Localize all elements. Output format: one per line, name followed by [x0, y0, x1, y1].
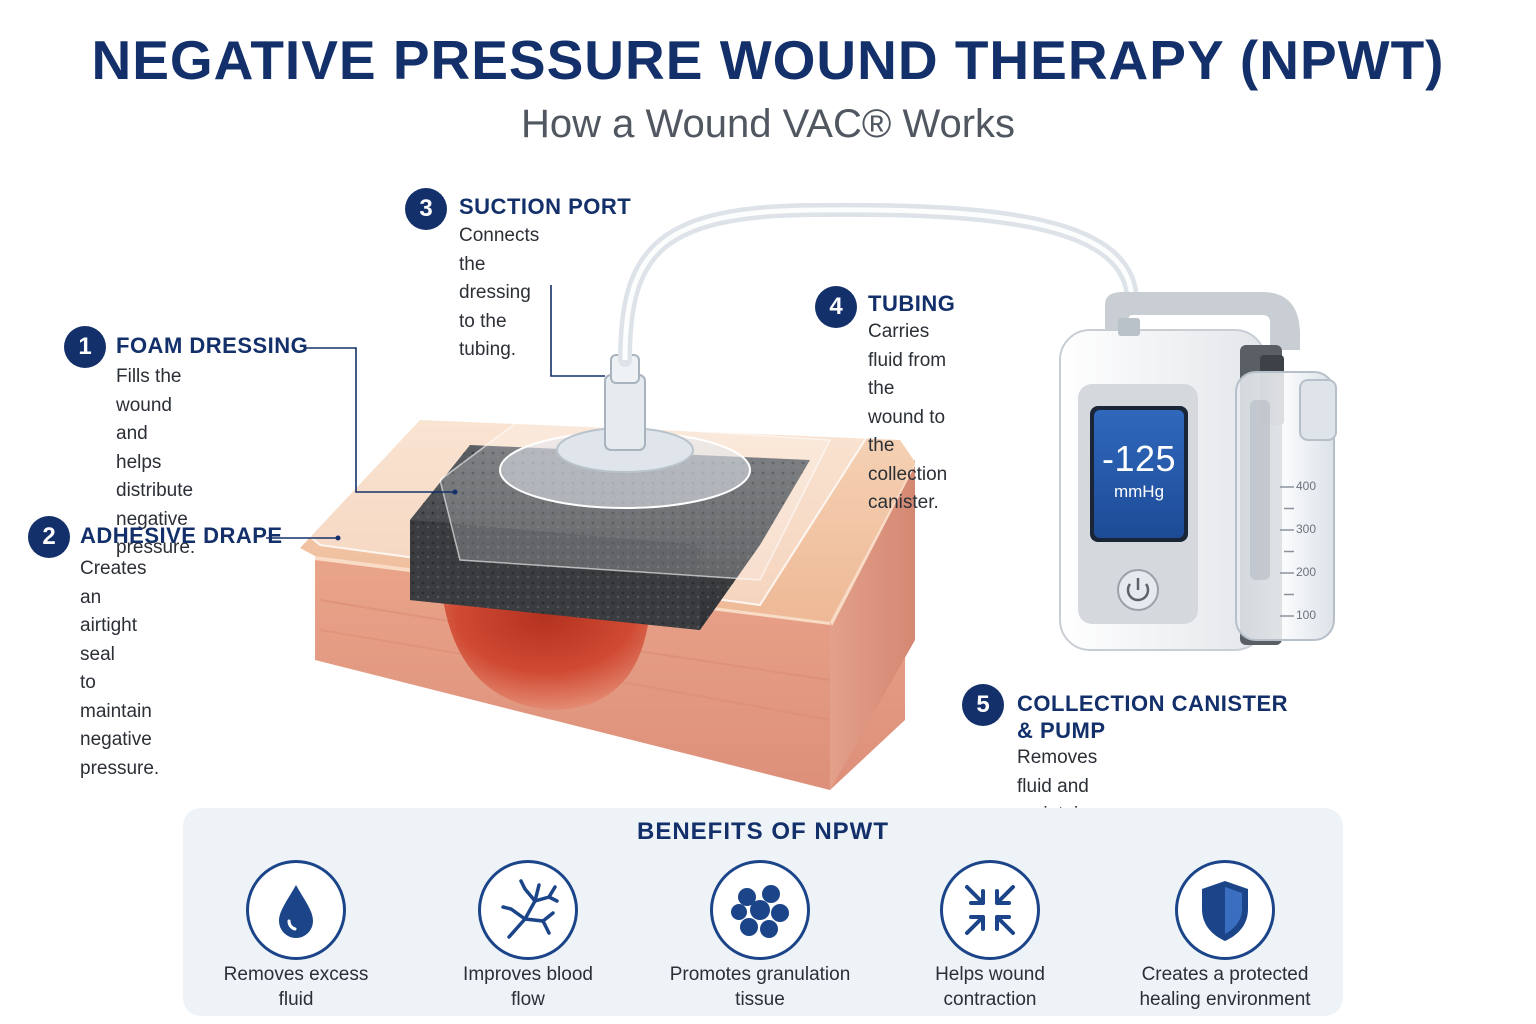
canister-scale-mark: 400: [1296, 479, 1317, 493]
callout-title-foam-dressing: FOAM DRESSING: [116, 333, 309, 358]
callout-title-adhesive-drape: ADHESIVE DRAPE: [80, 523, 283, 548]
canister-scale-mark: 300: [1296, 522, 1317, 536]
benefit-label-protected-environment: Creates a protected healing environment: [1139, 964, 1311, 1010]
canister-scale-mark: 200: [1296, 565, 1317, 579]
benefit-label-granulation: Promotes granulation tissue: [669, 964, 851, 1010]
callout-number-4: 4: [815, 286, 857, 328]
pump-display-value: -125: [1101, 438, 1177, 479]
suction-port: [499, 354, 751, 509]
tissue-side-face: [830, 460, 915, 790]
callout-desc-foam-dressing: Fills the wound and helps distribute neg…: [116, 366, 196, 558]
collection-canister: [1235, 345, 1337, 645]
callout-number-5: 5: [962, 684, 1004, 726]
callout-number-1: 1: [64, 326, 106, 368]
pump-screen: [1094, 410, 1184, 538]
callout-desc-adhesive-drape: Creates an airtight seal to maintain neg…: [80, 558, 160, 779]
contraction-arrows-icon: [940, 860, 1040, 960]
benefits-title: BENEFITS OF NPWT: [637, 818, 889, 845]
power-icon: [1126, 583, 1150, 602]
callout-title-suction-port: SUCTION PORT: [459, 194, 632, 219]
benefit-label-blood-flow: Improves blood flow: [463, 964, 593, 1010]
water-drop-icon: [246, 860, 346, 960]
page-title: NEGATIVE PRESSURE WOUND THERAPY (NPWT): [91, 29, 1445, 91]
leader-lines: [266, 285, 605, 539]
benefits-panel: BENEFITS OF NPWT Removes excess fluid: [183, 808, 1343, 1016]
pump-device: [1059, 292, 1300, 651]
page-subtitle: How a Wound VAC® Works: [520, 102, 1016, 146]
callout-desc-suction-port: Connects the dressing to the tubing.: [459, 225, 540, 360]
callout-desc-tubing: Carries fluid from the wound to the coll…: [868, 321, 948, 513]
callout-number-2: 2: [28, 516, 70, 558]
foam-dressing: [410, 445, 810, 630]
callout-title-tubing: TUBING: [868, 291, 956, 316]
pump-handle: [1105, 292, 1300, 350]
pump-display-unit: mmHg: [1113, 482, 1165, 501]
benefit-label-removes-fluid: Removes excess fluid: [223, 964, 369, 1010]
blood-vessel-icon: [478, 860, 578, 960]
benefit-label-contraction: Helps wound contraction: [935, 964, 1045, 1010]
callout-title-canister-line1: COLLECTION CANISTER: [1017, 691, 1289, 716]
shield-icon: [1175, 860, 1275, 960]
canister-scale-mark: 100: [1296, 608, 1317, 622]
callout-number-3: 3: [405, 188, 447, 230]
cell-cluster-icon: [710, 860, 810, 960]
callout-title-canister-line2: & PUMP: [1017, 718, 1106, 743]
